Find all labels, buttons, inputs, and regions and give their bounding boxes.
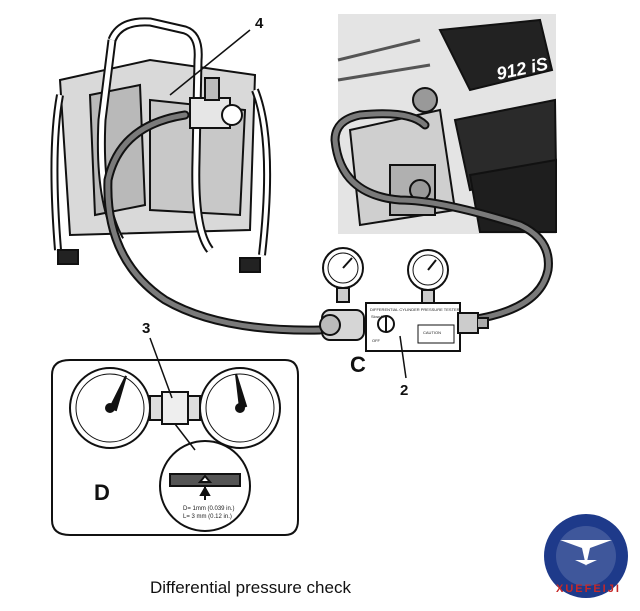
tester-off-label: OFF (372, 338, 381, 343)
tester-switch-label: Slow fill (371, 314, 385, 319)
callout-4: 4 (255, 15, 264, 32)
orifice-diameter-note: D= 1mm (0.039 in.) (183, 506, 235, 512)
label-c: C (350, 352, 366, 377)
tester-caution-label: CAUTION (423, 330, 441, 335)
xuefeiji-logo: XUEFEIJI (544, 514, 628, 598)
figure-caption: Differential pressure check (150, 578, 351, 597)
callout-leaders (149, 29, 407, 399)
tester-title: DIFFERENTIAL CYLINDER PRESSURE TESTER (370, 307, 460, 312)
callout-2: 2 (400, 382, 408, 399)
pressure-tester (319, 247, 489, 352)
regulator-gauge (221, 104, 243, 126)
air-compressor (50, 17, 272, 273)
engine (337, 14, 558, 234)
detail-d-panel (51, 359, 299, 536)
callout-3: 3 (142, 320, 150, 337)
label-d: D (94, 480, 110, 505)
air-hoses (103, 109, 553, 335)
logo-text: XUEFEIJI (556, 583, 621, 595)
orifice-length-note: L= 3 mm (0.12 in.) (183, 514, 232, 520)
